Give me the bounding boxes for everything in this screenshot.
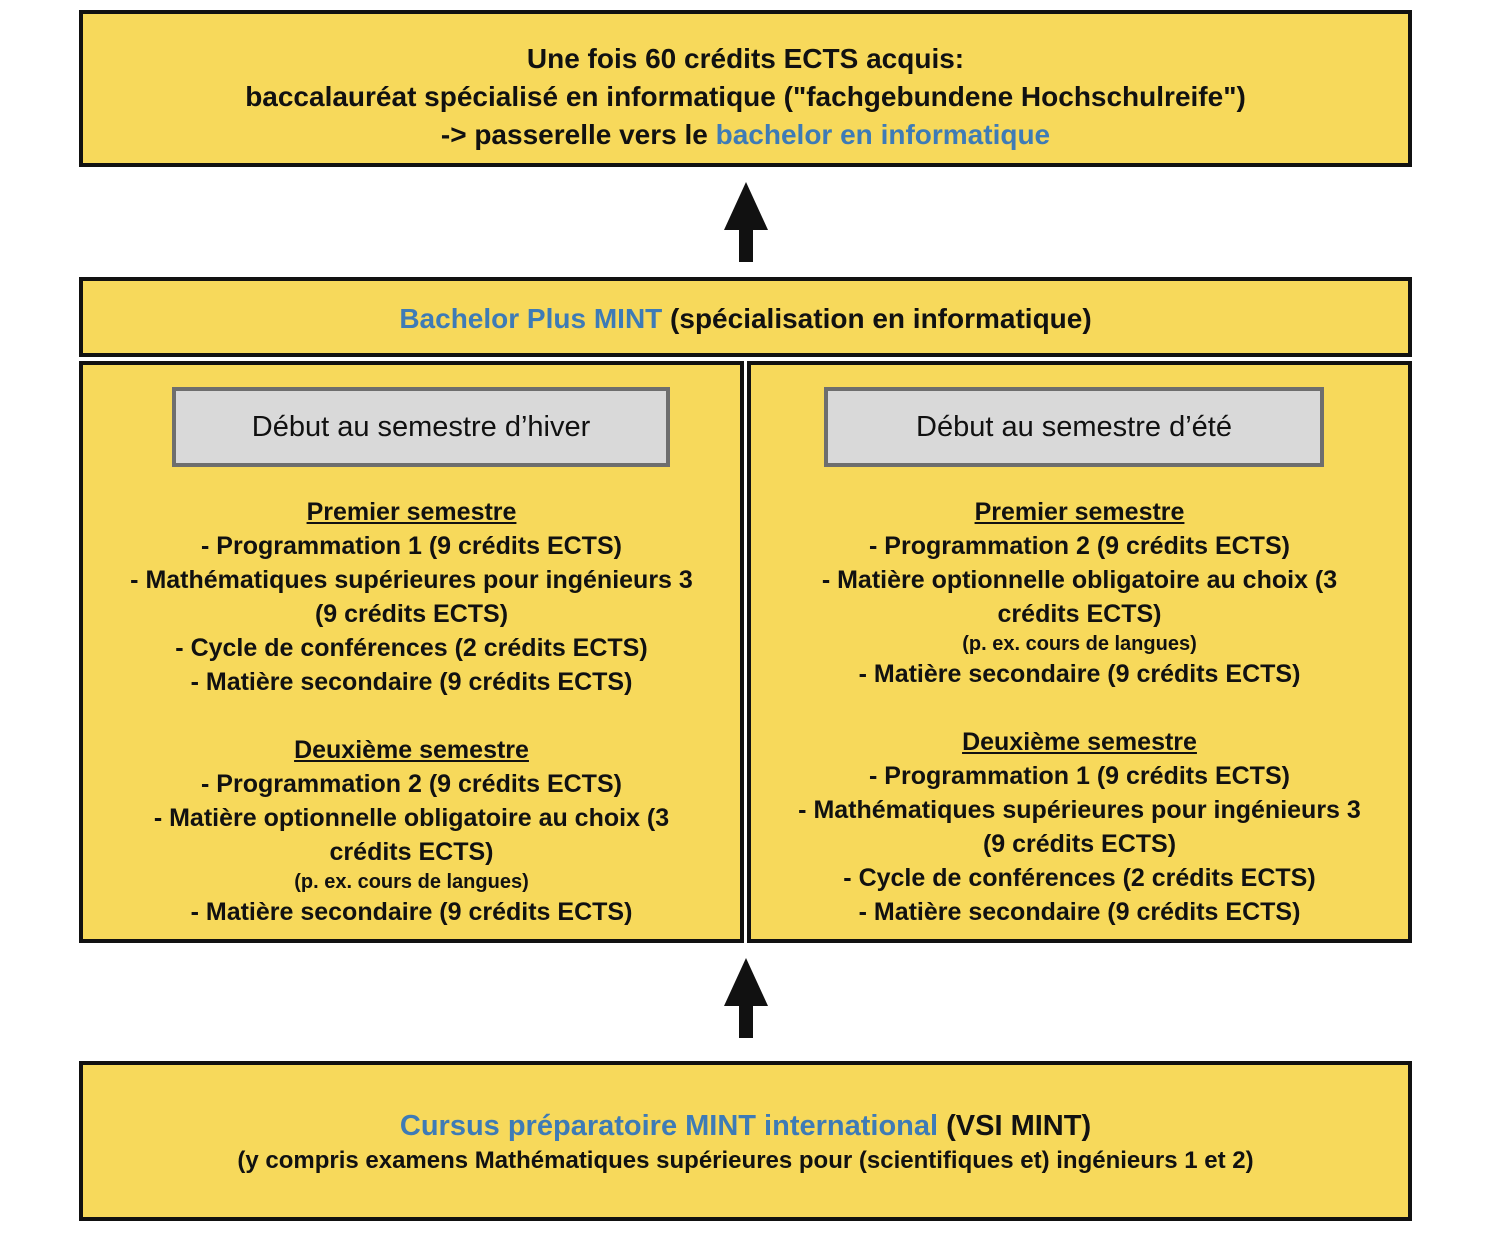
winter-s1-title: Premier semestre xyxy=(306,498,517,526)
winter-s1-item: (9 crédits ECTS) xyxy=(314,600,509,628)
summer-s2-title: Deuxième semestre xyxy=(962,728,1197,756)
winter-start-header: Début au semestre d’hiver xyxy=(172,387,670,467)
bachelor-plus-rest: (spécialisation en informatique) xyxy=(662,303,1092,334)
summer-s1-note: (p. ex. cours de langues) xyxy=(962,633,1197,655)
summer-s2-item: (9 crédits ECTS) xyxy=(982,830,1177,858)
winter-s2-note: (p. ex. cours de langues) xyxy=(294,871,529,893)
winter-s1-item: - Programmation 1 (9 crédits ECTS) xyxy=(201,532,622,560)
diploma-line-3: -> passerelle vers le bachelor en inform… xyxy=(83,116,1408,154)
summer-s2-item: - Matière secondaire (9 crédits ECTS) xyxy=(858,898,1301,926)
summer-start-column: Début au semestre d’été Premier semestre… xyxy=(747,361,1412,943)
winter-s2-title: Deuxième semestre xyxy=(294,736,529,764)
bachelor-plus-header: Bachelor Plus MINT (spécialisation en in… xyxy=(79,277,1412,357)
winter-s2-item: - Matière optionnelle obligatoire au cho… xyxy=(153,804,670,832)
winter-s2-item: - Programmation 2 (9 crédits ECTS) xyxy=(201,770,622,798)
diploma-box: Une fois 60 crédits ECTS acquis: baccala… xyxy=(79,10,1412,167)
diploma-line-1: Une fois 60 crédits ECTS acquis: xyxy=(526,43,965,74)
summer-s1-item: - Matière secondaire (9 crédits ECTS) xyxy=(858,660,1301,688)
diploma-line-2: baccalauréat spécialisé en informatique … xyxy=(245,81,1246,112)
bachelor-informatique-link[interactable]: bachelor en informatique xyxy=(715,119,1051,150)
winter-s2-item: - Matière secondaire (9 crédits ECTS) xyxy=(190,898,633,926)
winter-start-column: Début au semestre d’hiver Premier semest… xyxy=(79,361,744,943)
winter-s2-item: crédits ECTS) xyxy=(329,838,494,866)
cursus-preparatoire-link[interactable]: Cursus préparatoire MINT international xyxy=(399,1110,939,1142)
summer-semester-list: Premier semestre - Programmation 2 (9 cr… xyxy=(751,495,1408,929)
summer-s2-item: - Cycle de conférences (2 crédits ECTS) xyxy=(843,864,1316,892)
preparatory-course-box: Cursus préparatoire MINT international (… xyxy=(79,1061,1412,1221)
preparatory-title: Cursus préparatoire MINT international (… xyxy=(83,1107,1408,1145)
summer-s1-item: crédits ECTS) xyxy=(997,600,1162,628)
summer-s1-item: - Matière optionnelle obligatoire au cho… xyxy=(821,566,1338,594)
summer-s1-item: - Programmation 2 (9 crédits ECTS) xyxy=(869,532,1290,560)
winter-s1-item: - Matière secondaire (9 crédits ECTS) xyxy=(190,668,633,696)
winter-semester-list: Premier semestre - Programmation 1 (9 cr… xyxy=(83,495,740,929)
summer-s2-item: - Mathématiques supérieures pour ingénie… xyxy=(798,796,1361,824)
winter-s1-item: - Cycle de conférences (2 crédits ECTS) xyxy=(175,634,648,662)
bachelor-plus-mint-link[interactable]: Bachelor Plus MINT xyxy=(399,303,663,334)
summer-start-header: Début au semestre d’été xyxy=(824,387,1324,467)
arrow-up-icon-top xyxy=(724,182,768,262)
summer-s2-item: - Programmation 1 (9 crédits ECTS) xyxy=(869,762,1290,790)
preparatory-title-rest: (VSI MINT) xyxy=(938,1110,1092,1142)
arrow-up-icon-bottom xyxy=(724,958,768,1038)
winter-s1-item: - Mathématiques supérieures pour ingénie… xyxy=(130,566,693,594)
preparatory-subtitle: (y compris examens Mathématiques supérie… xyxy=(237,1147,1254,1174)
diploma-line-3-prefix: -> passerelle vers le xyxy=(440,119,716,150)
summer-s1-title: Premier semestre xyxy=(974,498,1185,526)
